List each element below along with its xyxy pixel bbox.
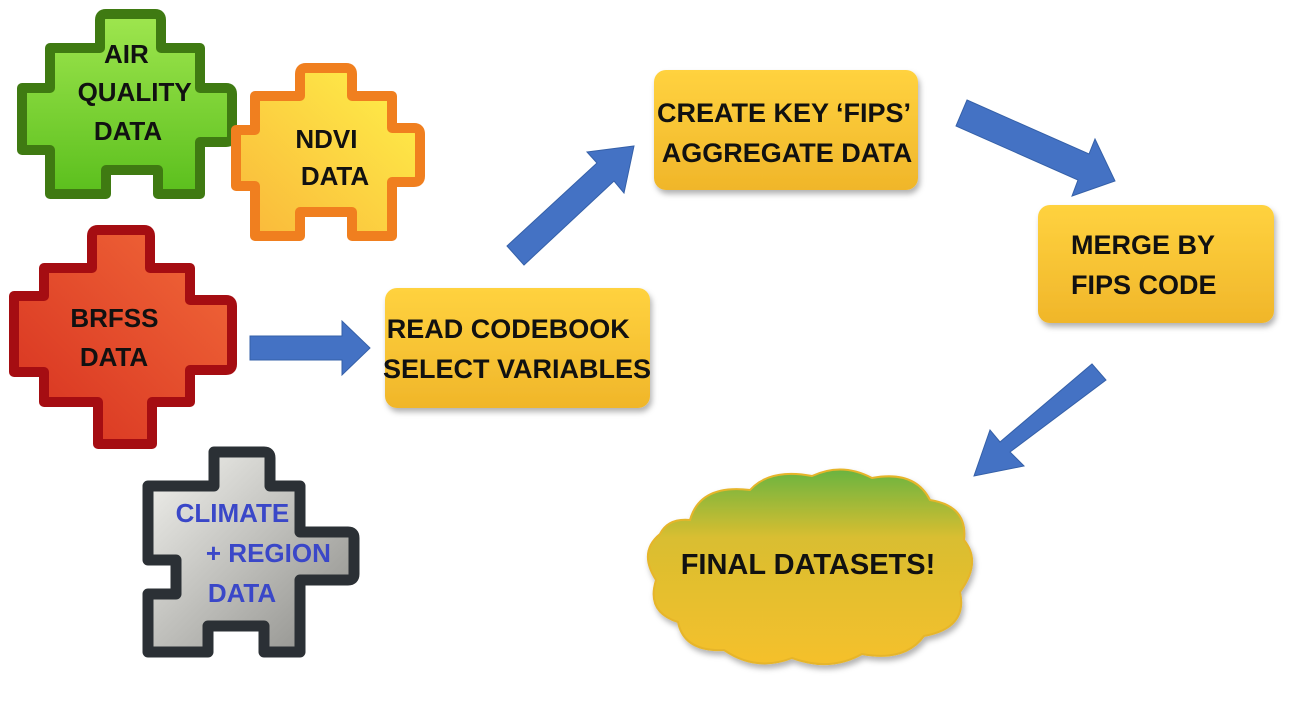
read-codebook-box <box>385 288 650 408</box>
climate-line-3: DATA <box>208 578 277 608</box>
brfss-line-1: BRFSS <box>70 303 158 333</box>
create-key-label: CREATE KEY ‘FIPS’ AGGREGATE DATA <box>657 98 917 168</box>
cloud-shape <box>647 468 973 666</box>
brfss-label: BRFSS DATA <box>70 303 165 372</box>
final-datasets-cloud: FINAL DATASETS! <box>647 468 973 666</box>
create-key-step: CREATE KEY ‘FIPS’ AGGREGATE DATA <box>654 70 918 190</box>
air-quality-line-3: DATA <box>94 116 163 146</box>
arrow-create-to-merge <box>955 99 1116 197</box>
ndvi-label: NDVI DATA <box>295 124 369 191</box>
create-key-box <box>654 70 918 190</box>
merge-box <box>1038 205 1274 323</box>
climate-label: CLIMATE + REGION DATA <box>176 498 339 608</box>
read-codebook-line-2: SELECT VARIABLES <box>383 354 651 384</box>
brfss-puzzle-piece: BRFSS DATA <box>9 225 237 449</box>
ndvi-line-1: NDVI <box>295 124 357 154</box>
arrow-brfss-to-read <box>249 319 371 377</box>
read-codebook-label: READ CODEBOOK SELECT VARIABLES <box>383 314 651 384</box>
merge-line-2: FIPS CODE <box>1071 270 1217 300</box>
ndvi-line-2: DATA <box>301 161 370 191</box>
climate-line-2: + REGION <box>206 538 331 568</box>
climate-line-1: CLIMATE <box>176 498 290 528</box>
arrow-read-to-create <box>506 145 635 266</box>
merge-step: MERGE BY FIPS CODE <box>1038 205 1274 323</box>
brfss-line-2: DATA <box>80 342 149 372</box>
ndvi-puzzle-piece: NDVI DATA <box>231 63 425 241</box>
air-quality-puzzle-piece: AIR QUALITY DATA <box>17 9 237 199</box>
create-key-line-2: AGGREGATE DATA <box>662 138 913 168</box>
merge-label: MERGE BY FIPS CODE <box>1071 230 1222 300</box>
final-datasets-label: FINAL DATASETS! <box>681 549 936 581</box>
climate-puzzle-piece: CLIMATE + REGION DATA <box>142 446 360 658</box>
arrow-merge-to-final <box>973 363 1107 477</box>
merge-line-1: MERGE BY <box>1071 230 1215 260</box>
read-codebook-step: READ CODEBOOK SELECT VARIABLES <box>383 288 651 408</box>
read-codebook-line-1: READ CODEBOOK <box>387 314 631 344</box>
air-quality-line-2: QUALITY <box>78 77 192 107</box>
air-quality-line-1: AIR <box>104 39 149 69</box>
create-key-line-1: CREATE KEY ‘FIPS’ <box>657 98 910 128</box>
air-quality-label: AIR QUALITY DATA <box>78 39 199 146</box>
